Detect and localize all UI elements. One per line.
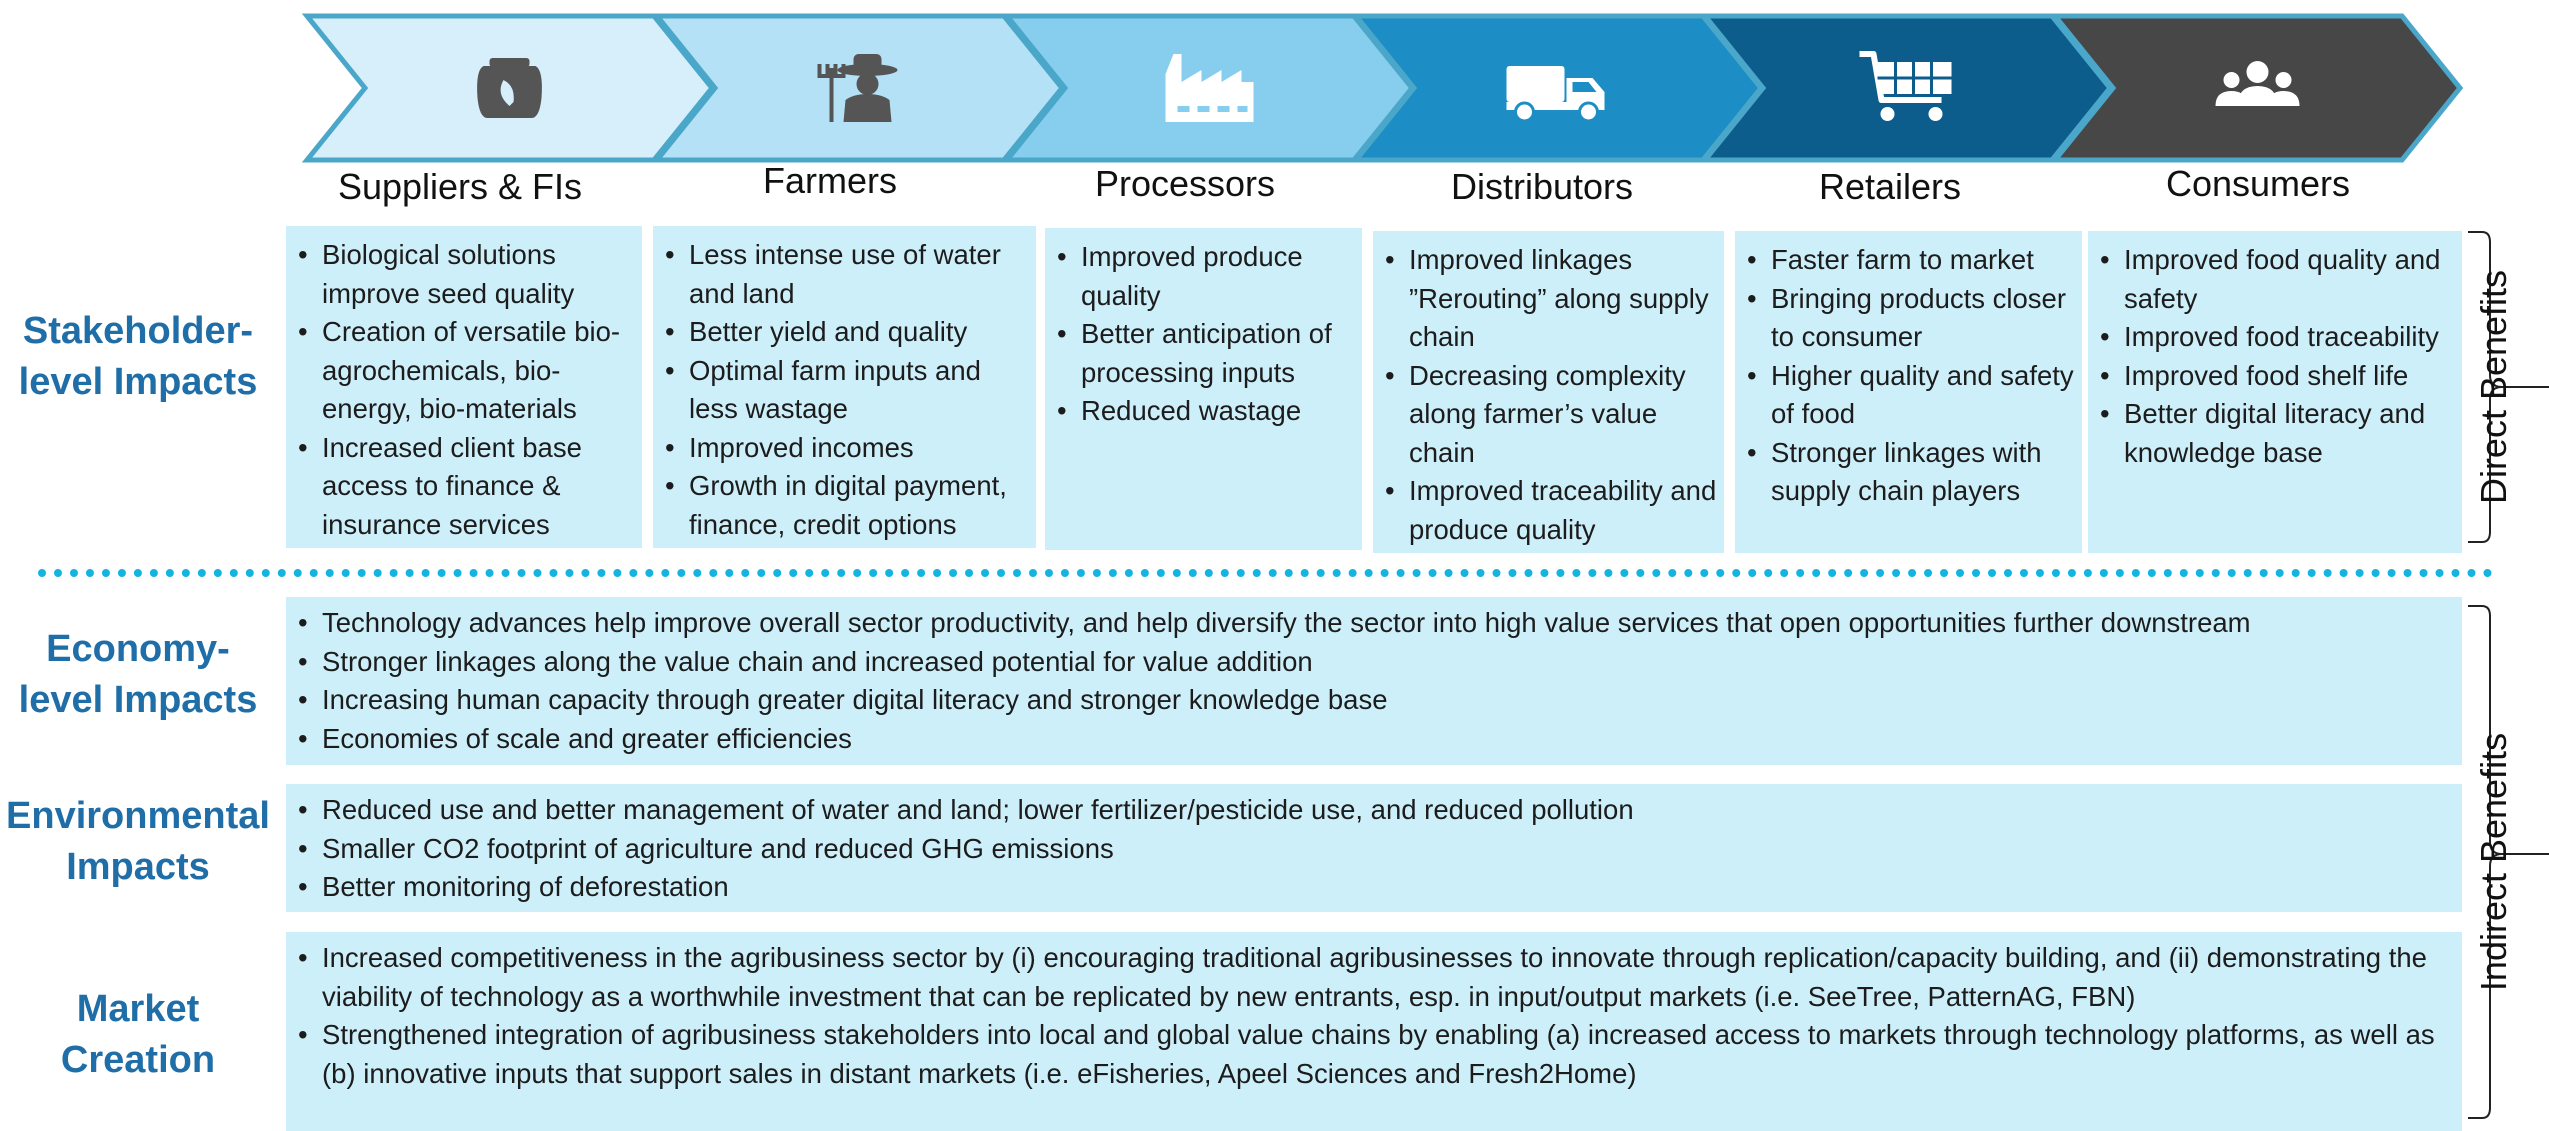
indirect-benefits-bracket (2468, 605, 2549, 1119)
row-label: Economy-level Impacts (0, 624, 276, 726)
bullet-item: Biological solutions improve seed qualit… (290, 236, 636, 313)
indirect-impact-box: Reduced use and better management of wat… (286, 784, 2462, 912)
bullet-item: Increased client base access to finance … (290, 429, 636, 545)
bullet-item: Increased competitiveness in the agribus… (290, 939, 2448, 1016)
value-chain-chevrons (301, 13, 2464, 163)
stage-name: Processors (1094, 163, 1276, 204)
truck-icon (1506, 66, 1605, 123)
stage-impact-box: Less intense use of water and landBetter… (653, 226, 1036, 548)
stage-impact-box: Improved food quality and safetyImproved… (2088, 231, 2462, 553)
bullet-item: Improved produce quality (1049, 238, 1356, 315)
bullet-item: Smaller CO2 footprint of agriculture and… (290, 830, 2448, 869)
bullet-list: Improved produce qualityBetter anticipat… (1049, 238, 1356, 431)
stage-impact-box: Biological solutions improve seed qualit… (286, 226, 642, 548)
bullet-item: Better anticipation of processing inputs (1049, 315, 1356, 392)
row-label-line: Economy- (46, 628, 230, 670)
bullet-item: Reduced wastage (1049, 392, 1356, 431)
bullet-item: Reduced use and better management of wat… (290, 791, 2448, 830)
bullet-list: Improved food quality and safetyImproved… (2092, 241, 2456, 472)
indirect-impact-box: Increased competitiveness in the agribus… (286, 932, 2462, 1131)
stakeholder-level-label: Stakeholder- level Impacts (0, 306, 276, 408)
shopping-cart-icon (1859, 51, 1952, 121)
bullet-list: Faster farm to marketBringing products c… (1739, 241, 2076, 511)
row-label-line: level Impacts (18, 679, 258, 721)
stage-name: Retailers (1818, 166, 1962, 207)
bullet-item: Less intense use of water and land (657, 236, 1030, 313)
stakeholder-label-line-1: Stakeholder- (22, 310, 254, 352)
farmer-icon (817, 54, 898, 122)
bullet-item: Higher quality and safety of food (1739, 357, 2076, 434)
indirect-benefits-label: Indirect Benefits (2473, 732, 2514, 992)
bullet-item: Increasing human capacity through greate… (290, 681, 2448, 720)
bullet-item: Creation of versatile bio-agrochemicals,… (290, 313, 636, 429)
bullet-item: Strengthened integration of agribusiness… (290, 1016, 2448, 1093)
stakeholder-label-line-2: level Impacts (18, 361, 258, 403)
bullet-item: Better digital literacy and knowledge ba… (2092, 395, 2456, 472)
seed-bag-icon (477, 58, 542, 118)
row-label-line: Environmental (6, 795, 270, 837)
row-label-line: Market (76, 988, 200, 1030)
bullet-item: Bringing products closer to consumer (1739, 280, 2076, 357)
bullet-item: Improved food quality and safety (2092, 241, 2456, 318)
stage-impact-box: Faster farm to marketBringing products c… (1735, 231, 2082, 553)
direct-benefits-label: Direct Benefits (2473, 269, 2514, 505)
row-label-line: Impacts (66, 846, 210, 888)
bullet-item: Better yield and quality (657, 313, 1030, 352)
stage-name: Farmers (763, 160, 897, 201)
bullet-list: Technology advances help improve overall… (290, 604, 2448, 758)
bullet-item: Improved incomes (657, 429, 1030, 468)
bullet-item: Stronger linkages with supply chain play… (1739, 434, 2076, 511)
factory-icon (1165, 54, 1254, 122)
bullet-list: Less intense use of water and landBetter… (657, 236, 1030, 544)
bullet-item: Growth in digital payment, finance, cred… (657, 467, 1030, 544)
direct-indirect-divider (38, 569, 2493, 577)
bullet-item: Faster farm to market (1739, 241, 2076, 280)
indirect-impact-box: Technology advances help improve overall… (286, 597, 2462, 765)
bullet-item: Improved food shelf life (2092, 357, 2456, 396)
direct-benefits-bracket (2468, 231, 2549, 543)
bullet-list: Biological solutions improve seed qualit… (290, 236, 636, 544)
bullet-list: Reduced use and better management of wat… (290, 791, 2448, 907)
bullet-item: Improved linkages ”Rerouting” along supp… (1377, 241, 1718, 357)
stage-name: Suppliers & FIs (337, 166, 583, 207)
bullet-item: Optimal farm inputs and less wastage (657, 352, 1030, 429)
row-label-line: Creation (60, 1039, 216, 1081)
stage-impact-box: Improved produce qualityBetter anticipat… (1045, 228, 1362, 550)
bullet-item: Technology advances help improve overall… (290, 604, 2448, 643)
bullet-item: Improved food traceability (2092, 318, 2456, 357)
stage-name: Distributors (1450, 166, 1634, 207)
bullet-item: Economies of scale and greater efficienc… (290, 720, 2448, 759)
bullet-item: Decreasing complexity along farmer’s val… (1377, 357, 1718, 473)
bullet-item: Stronger linkages along the value chain … (290, 643, 2448, 682)
bullet-item: Better monitoring of deforestation (290, 868, 2448, 907)
bullet-list: Increased competitiveness in the agribus… (290, 939, 2448, 1093)
people-group-icon (2215, 61, 2300, 106)
bullet-item: Improved traceability and produce qualit… (1377, 472, 1718, 549)
bullet-list: Improved linkages ”Rerouting” along supp… (1377, 241, 1718, 549)
stage-impact-box: Improved linkages ”Rerouting” along supp… (1373, 231, 1724, 553)
stage-name: Consumers (2165, 163, 2351, 204)
